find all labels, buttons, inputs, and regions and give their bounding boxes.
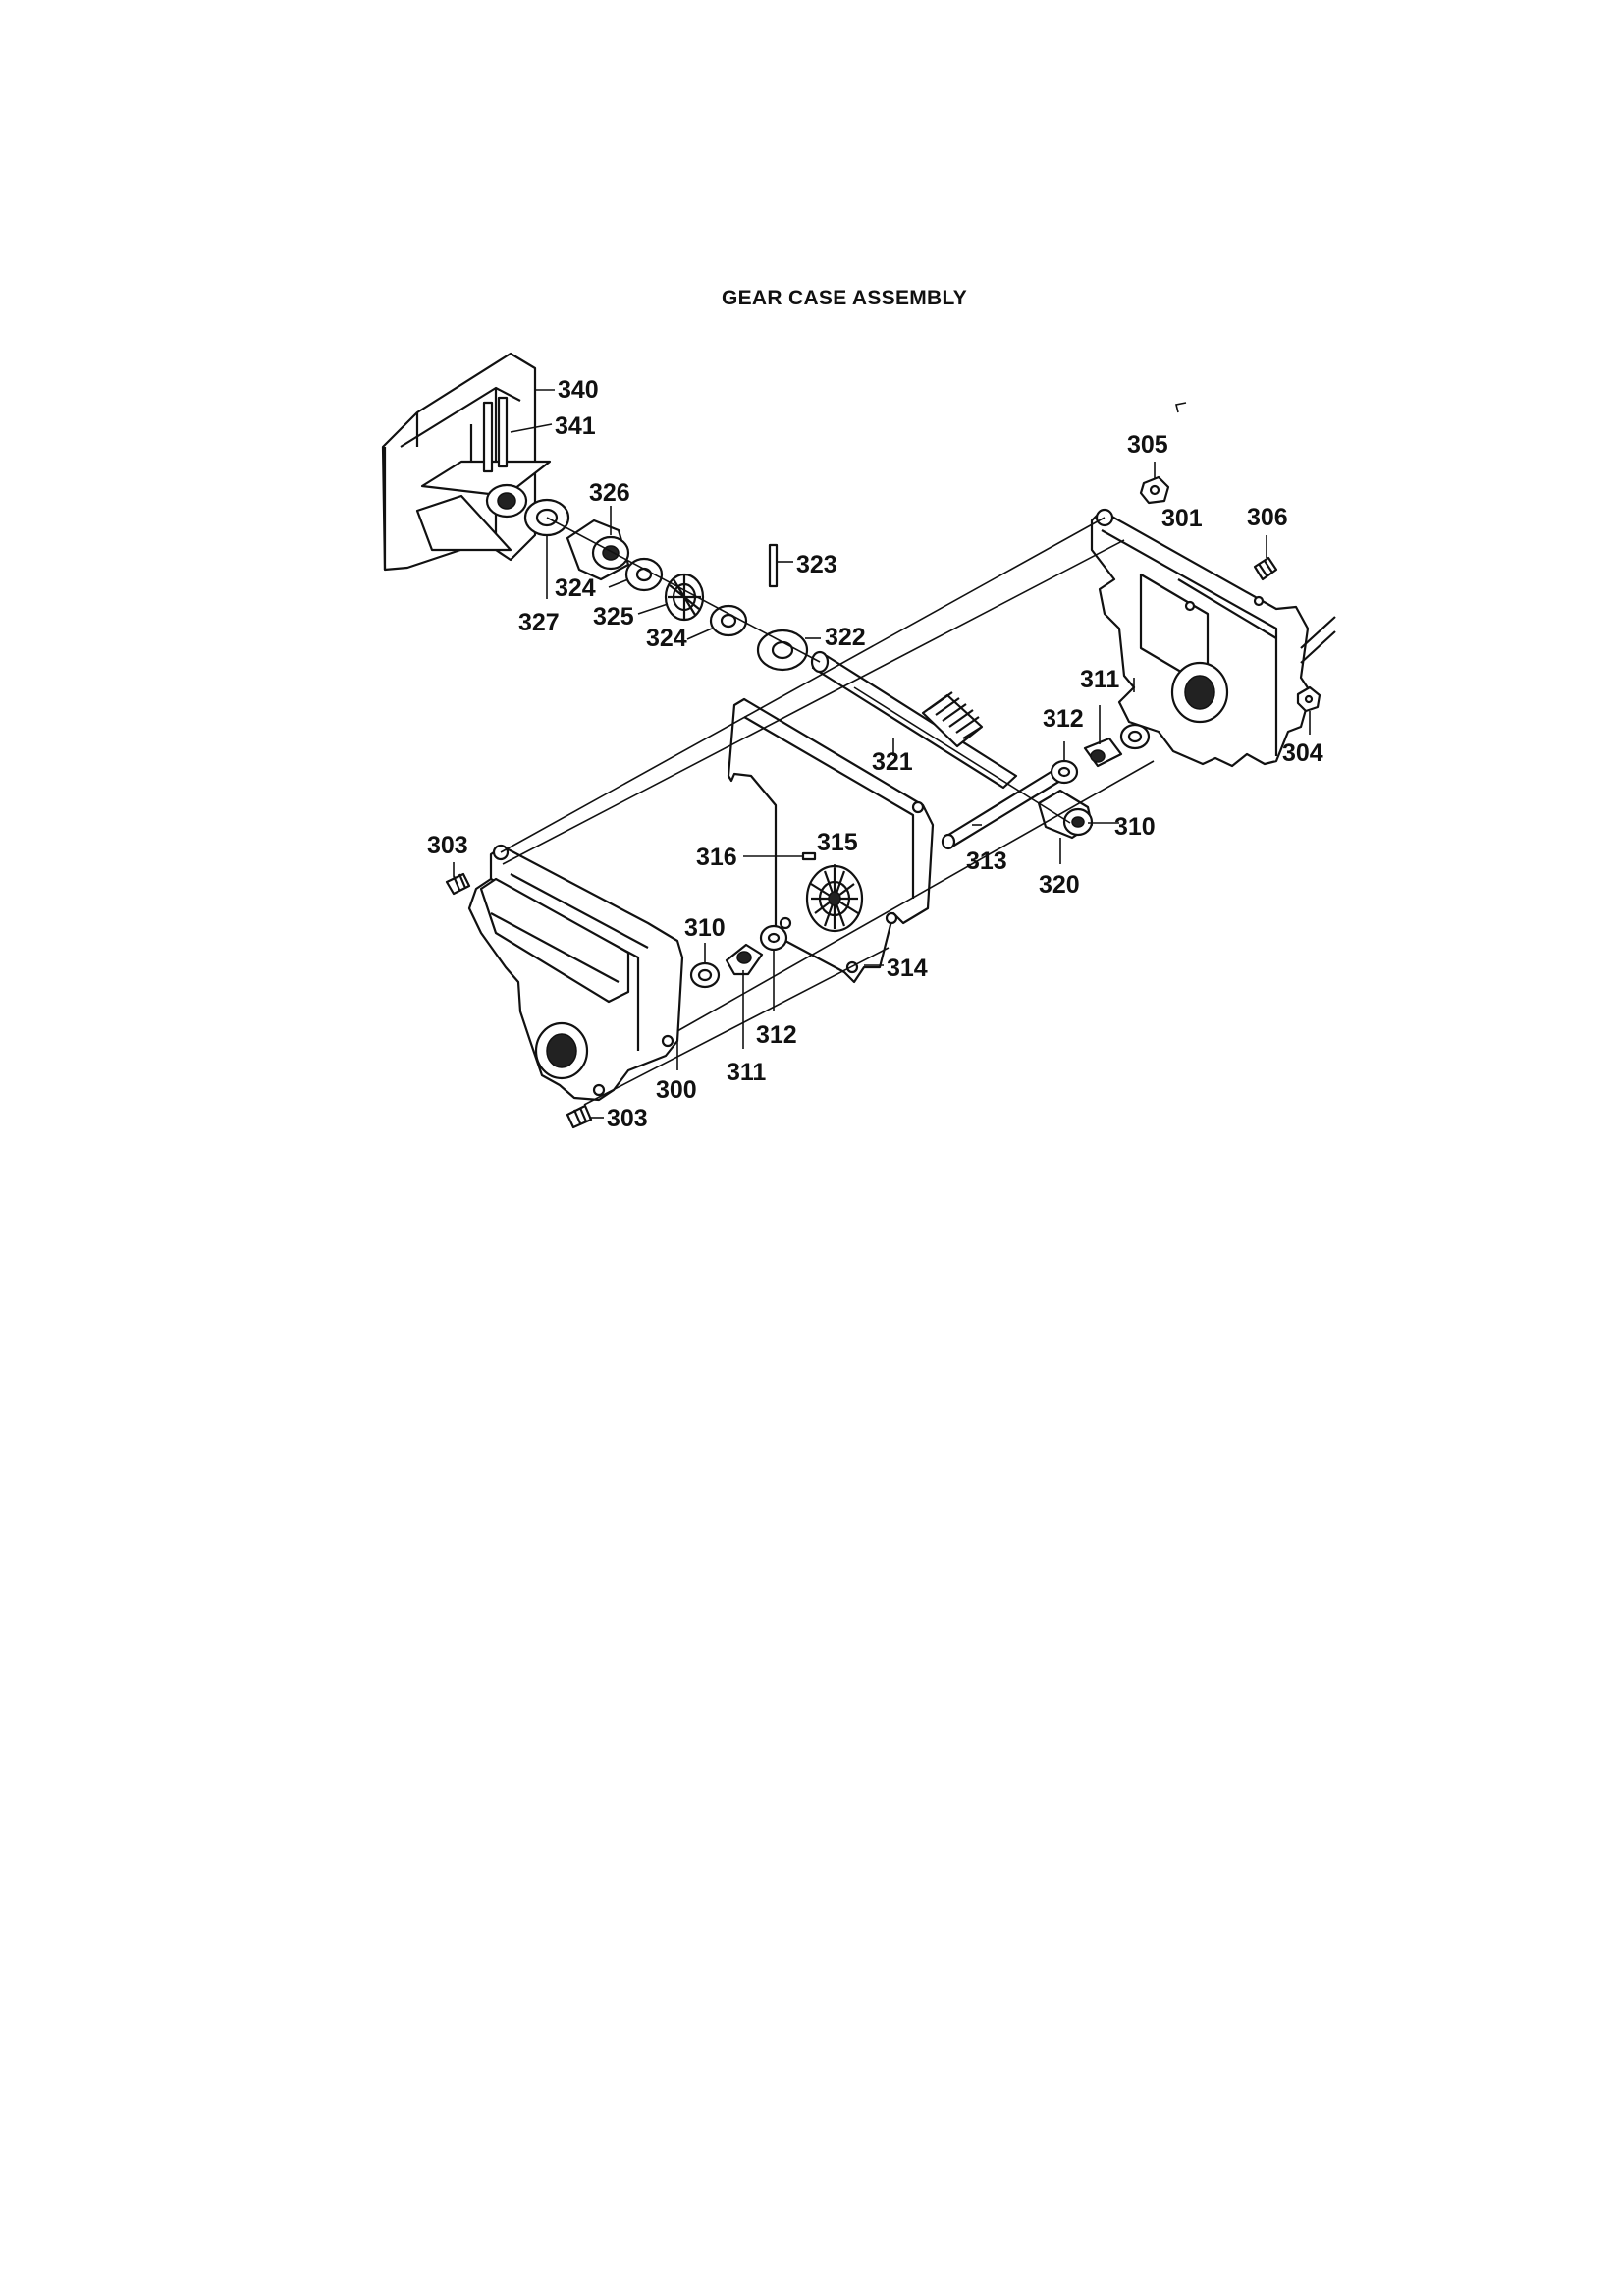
- label-303-bottom: 303: [607, 1105, 648, 1132]
- label-323: 323: [796, 551, 837, 578]
- part-311-bushing-left: [725, 943, 764, 976]
- part-303-screw-bottom: [566, 1104, 593, 1129]
- label-326: 326: [589, 479, 630, 507]
- label-313: 313: [966, 847, 1007, 875]
- part-300-gear-case-left: [467, 844, 684, 1102]
- part-316-key: [801, 851, 817, 861]
- part-304-nut: [1296, 685, 1321, 713]
- part-320-hub: [1037, 789, 1094, 840]
- part-315-gear: [805, 864, 864, 933]
- part-314-cover-plate: [727, 697, 935, 984]
- part-labels: 340 341 326 327 324 325 324 323 322 321 …: [427, 376, 1323, 1132]
- label-312-right: 312: [1043, 705, 1084, 733]
- part-306-fitting: [1253, 556, 1278, 581]
- part-311-bushing-right: [1083, 737, 1123, 768]
- label-306: 306: [1247, 504, 1288, 531]
- label-314: 314: [887, 955, 928, 982]
- label-324-b: 324: [646, 625, 687, 652]
- label-305: 305: [1127, 431, 1168, 459]
- label-316: 316: [696, 844, 737, 871]
- label-324-a: 324: [555, 574, 596, 602]
- label-311-left: 311: [727, 1059, 766, 1086]
- label-322: 322: [825, 624, 866, 651]
- label-327: 327: [518, 609, 560, 636]
- part-340-housing: [381, 352, 552, 572]
- label-300: 300: [656, 1076, 697, 1104]
- label-340: 340: [558, 376, 599, 404]
- diagram-title: GEAR CASE ASSEMBLY: [721, 287, 968, 309]
- part-324-washer-b: [709, 604, 748, 637]
- part-301-gear-case-right: [1090, 508, 1336, 768]
- label-341: 341: [555, 412, 596, 440]
- part-324-washer-a: [624, 557, 664, 592]
- part-305-nut: [1139, 475, 1170, 505]
- label-320: 320: [1039, 871, 1080, 899]
- part-310-washer-right: [1119, 723, 1151, 750]
- label-304: 304: [1282, 739, 1323, 767]
- label-325: 325: [593, 603, 634, 630]
- part-312-washer-right: [1050, 759, 1079, 785]
- assembly-lines: [500, 517, 1155, 1106]
- part-326-bushing: [566, 519, 630, 581]
- part-323-pin: [768, 543, 779, 588]
- part-310-washer-left: [689, 961, 721, 989]
- label-310-left: 310: [684, 914, 726, 942]
- label-315: 315: [817, 829, 858, 856]
- leader-lines: [453, 389, 1311, 1119]
- label-321: 321: [872, 748, 913, 776]
- label-312-left: 312: [756, 1021, 797, 1049]
- label-303-top: 303: [427, 832, 468, 859]
- label-311-right: 311: [1080, 666, 1119, 693]
- label-301: 301: [1161, 505, 1203, 532]
- part-312-washer-left: [759, 924, 788, 952]
- part-322-washer: [756, 629, 809, 672]
- part-321-worm-shaft: [810, 650, 1018, 790]
- part-303-screw-top: [445, 872, 471, 896]
- label-310-right: 310: [1114, 813, 1156, 841]
